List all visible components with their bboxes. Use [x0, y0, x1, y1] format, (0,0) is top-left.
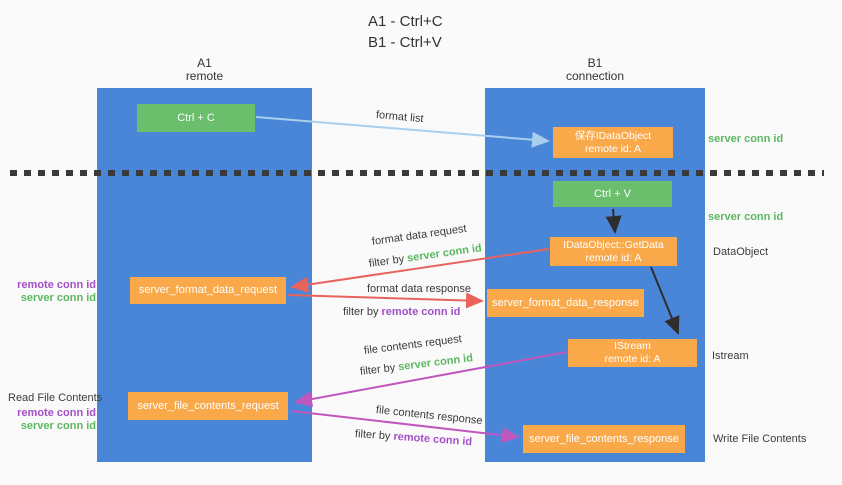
- label-server-conn-id-mid: server conn id: [708, 211, 784, 223]
- node-format-request: server_format_data_request: [130, 277, 286, 304]
- node-ctrl-v-label: Ctrl + V: [594, 187, 631, 200]
- node-format-response: server_format_data_response: [487, 289, 644, 317]
- arrow-label-filter-remote-1: filter by remote conn id: [343, 306, 460, 318]
- arrow-label-file-contents-request: file contents request: [363, 333, 463, 357]
- node-save-dataobject: 保存IDataObject remote id: A: [553, 127, 673, 158]
- label-istream: Istream: [712, 350, 749, 362]
- node-file-request: server_file_contents_request: [128, 392, 288, 420]
- arrow-label-format-list: format list: [375, 109, 425, 126]
- node-format-request-label: server_format_data_request: [138, 284, 278, 296]
- column-b1-subtitle: connection: [565, 69, 625, 83]
- server-conn-id-text: server conn id: [397, 352, 474, 374]
- arrow-label-filter-server-2: filter by server conn id: [359, 352, 473, 378]
- node-istream-line2: remote id: A: [604, 353, 661, 365]
- column-a1-header: A1 remote: [97, 57, 312, 83]
- remote-conn-id-text: remote conn id: [381, 306, 461, 318]
- node-ctrl-c-label: Ctrl + C: [177, 111, 215, 124]
- arrow-format-data-response: [287, 292, 484, 309]
- title-line-a1: A1 - Ctrl+C: [368, 13, 443, 30]
- filter-by-text: filter by: [368, 253, 405, 270]
- arrow-label-filter-remote-2: filter by remote conn id: [355, 428, 473, 448]
- node-save-dataobject-line2: remote id: A: [584, 142, 642, 155]
- label-server-conn-id-left-mid: server conn id: [20, 292, 96, 304]
- label-remote-conn-id-bottom: remote conn id: [17, 407, 96, 419]
- node-format-response-label: server_format_data_response: [492, 296, 639, 309]
- label-write-file-contents: Write File Contents: [713, 433, 807, 445]
- label-read-file-contents: Read File Contents: [8, 392, 103, 404]
- label-server-conn-id-left-bottom: server conn id: [20, 420, 96, 432]
- column-b1-name: B1: [587, 56, 603, 70]
- label-remote-conn-id-mid: remote conn id: [17, 279, 96, 291]
- node-getdata: IDataObject::GetData remote id: A: [550, 237, 677, 266]
- column-b1-header: B1 connection: [485, 57, 705, 83]
- label-dataobject: DataObject: [713, 246, 769, 258]
- label-server-conn-id-top: server conn id: [708, 133, 784, 145]
- remote-conn-id-text: remote conn id: [393, 430, 473, 449]
- node-getdata-line1: IDataObject::GetData: [563, 238, 664, 251]
- arrow-label-filter-server-1: filter by server conn id: [368, 242, 482, 270]
- node-istream-line1: IStream: [614, 340, 651, 352]
- label-left-bottom-conn-ids: remote conn id server conn id: [8, 407, 96, 433]
- filter-by-text: filter by: [354, 428, 391, 443]
- node-file-response: server_file_contents_response: [523, 425, 685, 453]
- server-conn-id-text: server conn id: [406, 242, 483, 265]
- node-save-dataobject-line1: 保存IDataObject: [574, 129, 652, 142]
- node-file-response-label: server_file_contents_response: [529, 432, 679, 445]
- arrow-label-format-data-request: format data request: [371, 222, 468, 248]
- diagram-title: A1 - Ctrl+C B1 - Ctrl+V: [368, 11, 443, 53]
- title-line-b1: B1 - Ctrl+V: [368, 34, 442, 51]
- arrow-label-format-data-response: format data response: [367, 283, 471, 295]
- column-a1-name: A1: [197, 56, 212, 70]
- filter-by-text: filter by: [359, 361, 396, 378]
- arrow-label-file-contents-response: file contents response: [375, 404, 484, 428]
- node-getdata-line2: remote id: A: [585, 251, 642, 264]
- label-left-mid-conn-ids: remote conn id server conn id: [8, 279, 96, 305]
- node-ctrl-v: Ctrl + V: [553, 181, 672, 207]
- column-a1-subtitle: remote: [185, 69, 224, 83]
- filter-by-text: filter by: [343, 306, 379, 318]
- node-istream: IStream remote id: A: [568, 339, 697, 367]
- node-file-request-label: server_file_contents_request: [137, 399, 279, 412]
- session-divider-dotted-line: [10, 170, 824, 176]
- node-ctrl-c: Ctrl + C: [137, 104, 255, 132]
